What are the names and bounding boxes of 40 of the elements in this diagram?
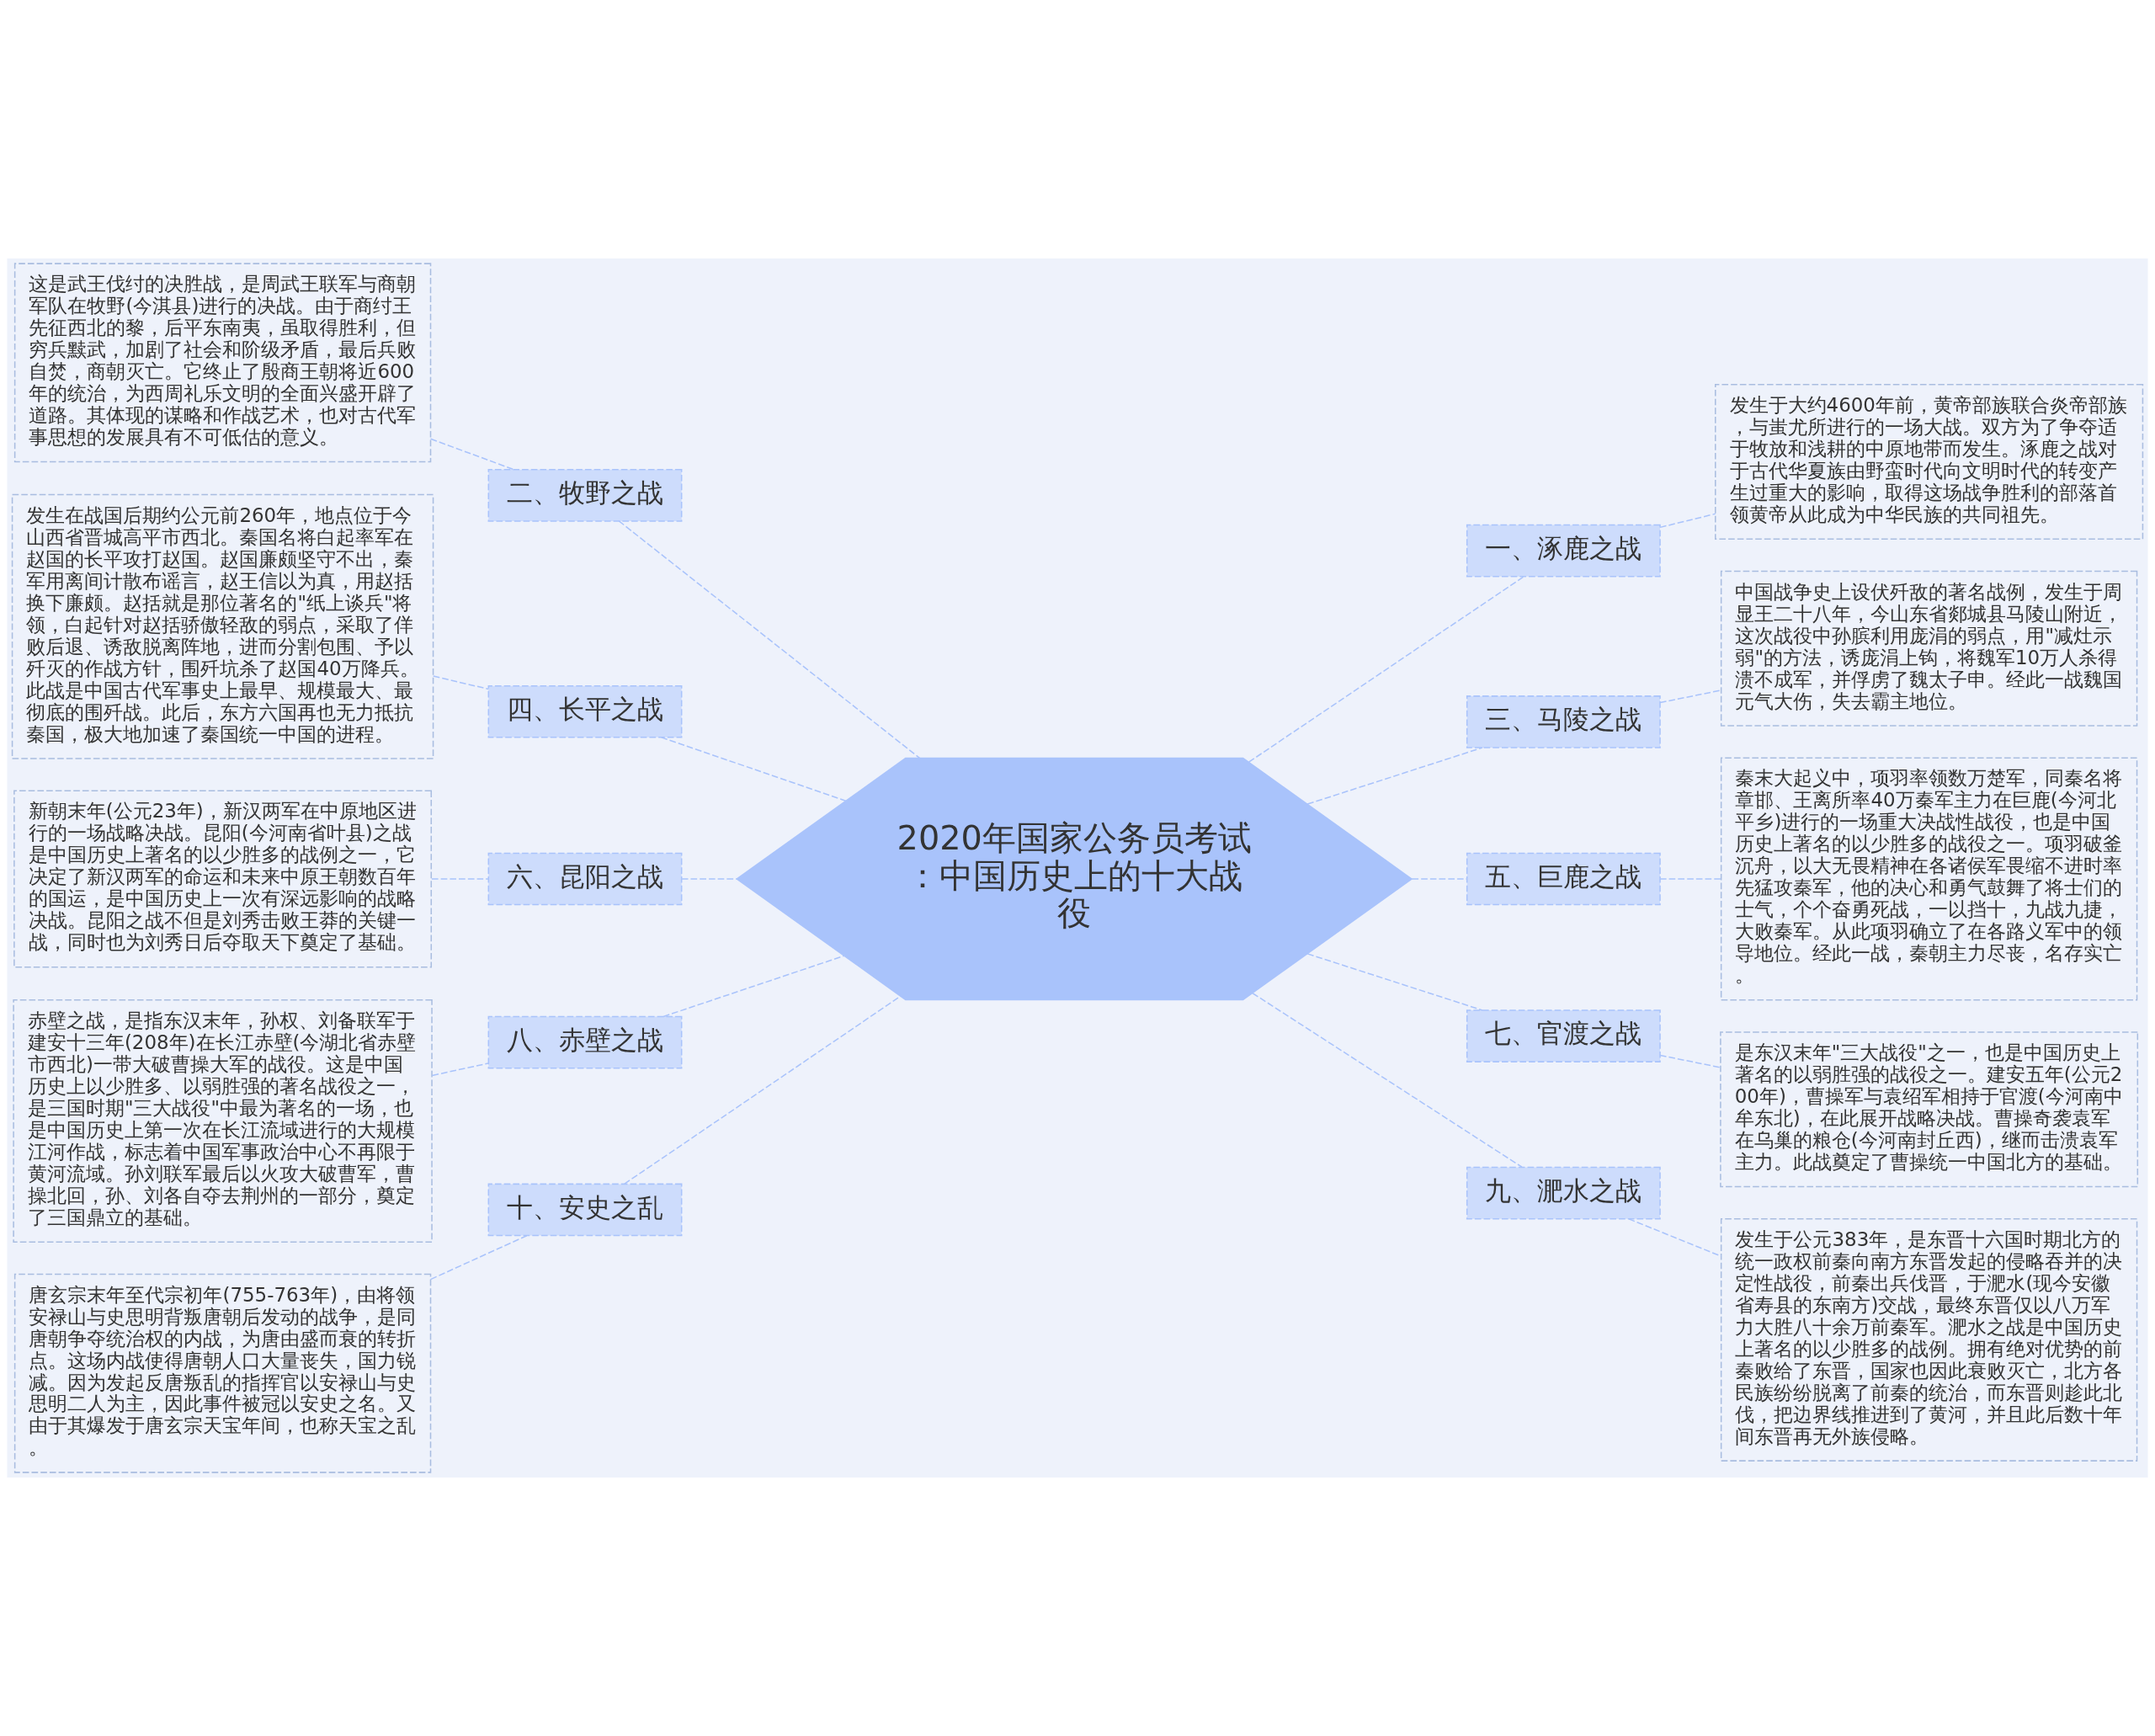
node-box: 四、长平之战 bbox=[487, 684, 683, 738]
connector bbox=[1659, 878, 1722, 880]
node-box: 新朝末年(公元23年)，新汉两军在中原地区进行的一场战略决战。昆阳(今河南省叶县)之战是中国历史上著名的以少胜多的战例之一，它决定了新汉两军的命运和未来中原王朝数百年的国运，是中国历史上一次有深远影响的战略决战。昆阳之战不但是刘秀击败王莽的关键一战，同时也为刘秀日后夺取天下奠定了基础。 bbox=[13, 790, 433, 968]
node-box: 八、赤壁之战 bbox=[487, 1015, 683, 1069]
connector bbox=[1306, 953, 1483, 1011]
connector bbox=[1659, 690, 1722, 704]
connector bbox=[1411, 878, 1468, 880]
node-box: 三、马陵之战 bbox=[1466, 695, 1661, 748]
node-box: 发生在战国后期约公元前260年，地点位于今山西省晋城高平市西北。秦国名将白起率军在赵国的长平攻打赵国。赵国廉颇坚守不出，秦军用离间计散布谣言，赵王信以为真，用赵括换下廉颇。赵括就是那位著名的"纸上谈兵"将领，白起针对赵括骄傲轻敌的弱点，采取了佯败后退、诱敌脱离阵地，进而分割包围、予以歼灭的作战方针，围歼坑杀了赵国40万降兵。此战是中国古代军事史上最早、规模最大、最彻底的围歼战。此后，东方六国再也无力抵抗秦国，极大地加速了秦国统一中国的进程。 bbox=[11, 493, 434, 759]
node-box: 九、淝水之战 bbox=[1466, 1166, 1661, 1220]
node-box: 发生于大约4600年前，黄帝部族联合炎帝部族，与蚩尤所进行的一场大战。双方为了争夺适于牧放和浅耕的中原地带而发生。涿鹿之战对于古代华夏族由野蛮时代向文明时代的转变产生过重大的影响，取得这场战争胜利的部落首领黄帝从此成为中华民族的共同祖先。 bbox=[1715, 384, 2144, 541]
node-box: 唐玄宗末年至代宗初年(755-763年)，由将领安禄山与史思明背叛唐朝后发动的战争，是同唐朝争夺统治权的内战，为唐由盛而衰的转折点。这场内战使得唐朝人口大量丧失，国力锐减。因为发起反唐叛乱的指挥官以安禄山与史思明二人为主，因此事件被冠以安史之名。又由于其爆发于唐玄宗天宝年间，也称天宝之乱。 bbox=[13, 1273, 432, 1473]
connector bbox=[1659, 1054, 1721, 1068]
connector bbox=[431, 1062, 489, 1077]
node-box: 十、安史之乱 bbox=[487, 1183, 683, 1237]
node-box: 是东汉末年"三大战役"之一，也是中国历史上著名的以弱胜强的战役之一。建安五年(公元200年)，曹操军与袁绍军相持于官渡(今河南中牟东北)，在此展开战略决战。曹操奇袭袁军在乌巢的粮仓(今河南封丘西)，继而击溃袁军主力。此战奠定了曹操统一中国北方的基础。 bbox=[1720, 1031, 2139, 1188]
connector bbox=[681, 878, 737, 880]
node-box: 七、官渡之战 bbox=[1466, 1009, 1661, 1062]
connector bbox=[431, 878, 489, 880]
connector bbox=[1252, 992, 1523, 1168]
node-box: 秦末大起义中，项羽率领数万楚军，同秦名将章邯、王离所率40万秦军主力在巨鹿(今河北平乡)进行的一场重大决战性战役，也是中国历史上著名的以少胜多的战役之一。项羽破釜沉舟，以大无畏精神在各诸侯军畏缩不进时率先猛攻秦军，他的决心和勇气鼓舞了将士们的士气，个个奋勇死战，一以挡十，九战九捷，大败秦军。从此项羽确立了在各路义军中的领导地位。经此一战，秦朝主力尽丧，名存实亡。 bbox=[1720, 757, 2138, 1001]
connector bbox=[660, 737, 847, 801]
connector bbox=[1306, 747, 1483, 805]
connector bbox=[429, 1234, 528, 1281]
connector bbox=[1628, 1218, 1722, 1257]
connector bbox=[1248, 576, 1524, 763]
connector bbox=[624, 995, 902, 1185]
node-box: 中国战争史上设伏歼敌的著名战例，发生于周显王二十八年，今山东省郯城县马陵山附近，这次战役中孙膑利用庞涓的弱点，用"减灶示弱"的方法，诱庞涓上钩，将魏军10万人杀得溃不成军，并俘虏了魏太子申。经此一战魏国元气大伤，失去霸主地位。 bbox=[1720, 570, 2138, 727]
connector bbox=[432, 675, 490, 690]
connector bbox=[1659, 513, 1716, 529]
connector bbox=[618, 520, 921, 759]
node-box: 六、昆阳之战 bbox=[487, 852, 683, 906]
node-box: 二、牧野之战 bbox=[487, 469, 683, 522]
node-box: 发生于公元383年，是东晋十六国时期北方的统一政权前秦向南方东晋发起的侵略吞并的决定性战役，前秦出兵伐晋，于淝水(现今安徽省寿县的东南方)交战，最终东晋仅以八万军力大胜八十余万前秦军。淝水之战是中国历史上著名的以少胜多的战例。拥有绝对优势的前秦败给了东晋，国家也因此衰败灭亡，北方各民族纷纷脱离了前秦的统治，而东晋则趁此北伐，把边界线推进到了黄河，并且此后数十年间东晋再无外族侵略。 bbox=[1720, 1217, 2138, 1462]
connector bbox=[429, 438, 514, 471]
node-box: 赤壁之战，是指东汉末年，孙权、刘备联军于建安十三年(208年)在长江赤壁(今湖北省赤壁市西北)一带大破曹操大军的战役。这是中国历史上以少胜多、以弱胜强的著名战役之一，是三国时期"三大战役"中最为著名的一场，也是中国历史上第一次在长江流域进行的大规模江河作战，标志着中国军事政治中心不再限于黄河流域。孙刘联军最后以火攻大破曹军，曹操北回，孙、刘各自夺去荆州的一部分，奠定了三国鼎立的基础。 bbox=[13, 998, 433, 1243]
connector bbox=[662, 955, 845, 1018]
node-box: 一、涿鹿之战 bbox=[1466, 524, 1661, 578]
node-box: 这是武王伐纣的决胜战，是周武王联军与商朝军队在牧野(今淇县)进行的决战。由于商纣王先征西北的黎，后平东南夷，虽取得胜利，但穷兵黩武，加剧了社会和阶级矛盾，最后兵败自焚，商朝灭亡。它终止了殷商王朝将近600年的统治，为西周礼乐文明的全面兴盛开辟了道路。其体现的谋略和作战艺术，也对古代军事思想的发展具有不可低估的意义。 bbox=[13, 263, 432, 463]
node-box: 五、巨鹿之战 bbox=[1466, 852, 1661, 906]
